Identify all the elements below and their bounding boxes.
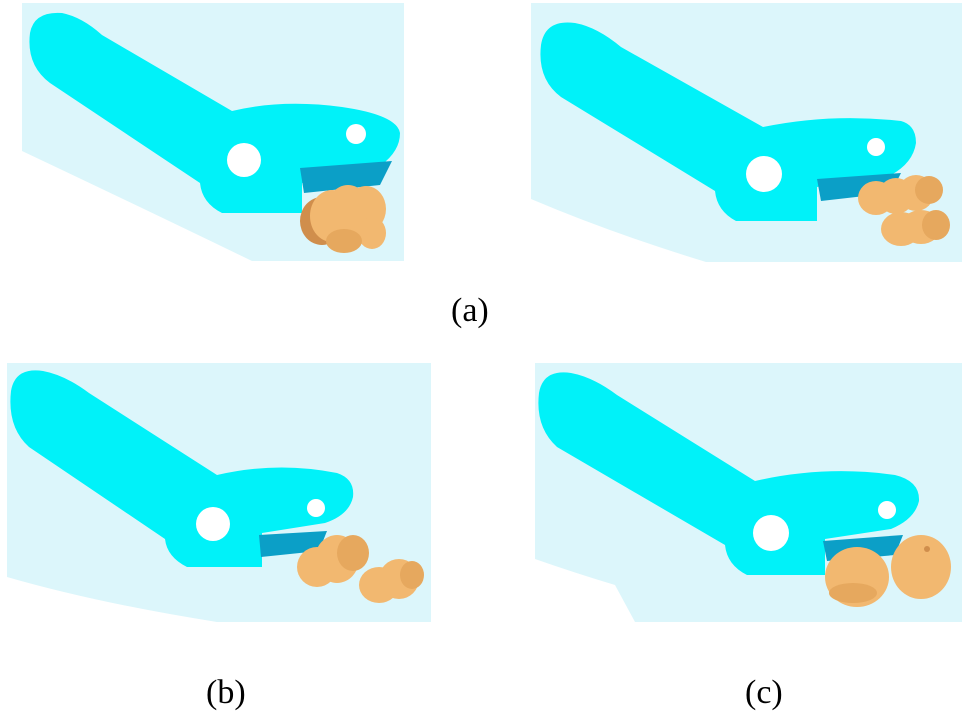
grain-cluster: [858, 175, 950, 246]
gripper-scene-b: [7, 363, 431, 622]
small-hole: [346, 124, 366, 144]
gripper-scene-a-left: [22, 3, 404, 261]
grain-cluster: [825, 535, 951, 607]
jaw: [300, 161, 392, 193]
gripper-arm: [10, 370, 354, 567]
gripper-scene-a-right: [531, 3, 962, 262]
caption-c: (c): [745, 674, 783, 711]
caption-a: (a): [451, 292, 489, 329]
panel-b: [7, 363, 431, 622]
gripper-arm: [538, 372, 920, 575]
panel-c: [535, 363, 962, 622]
pivot-hole: [196, 507, 230, 541]
pivot-hole: [753, 515, 789, 551]
pivot-hole: [746, 156, 782, 192]
small-hole: [307, 499, 325, 517]
gripper-scene-c: [535, 363, 962, 622]
small-hole: [878, 501, 896, 519]
small-hole: [867, 138, 885, 156]
gripper-arm: [29, 12, 401, 214]
caption-b: (b): [206, 674, 246, 711]
gripper-arm: [540, 22, 916, 221]
panel-a-left: [22, 3, 404, 261]
pivot-hole: [227, 143, 261, 177]
grain-cluster: [300, 185, 386, 253]
panel-a-right: [531, 3, 962, 262]
grain-cluster: [297, 535, 424, 603]
